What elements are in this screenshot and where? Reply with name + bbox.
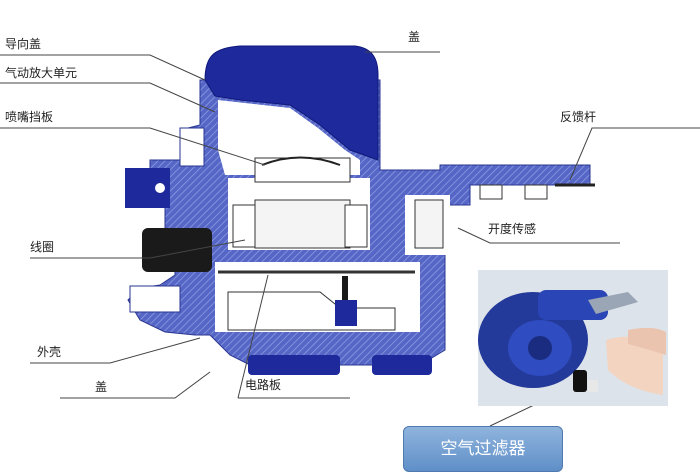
nozzle-flapper-spring (261, 156, 341, 166)
black-actuator (142, 228, 212, 272)
right-tab-2 (524, 184, 548, 200)
leader-nozzle-flapper (0, 127, 266, 166)
leader-feedback-rod (569, 127, 700, 181)
label-guide-cover: 导向盖 (5, 37, 42, 51)
leader-cover-bottom (60, 371, 211, 399)
leader-coil (30, 239, 246, 259)
top-cavity (218, 100, 360, 175)
label-cover-top: 盖 (408, 30, 421, 44)
coil-left-cap (232, 204, 256, 248)
sensor-body (414, 199, 444, 249)
positioner-photo (478, 270, 668, 406)
label-coil: 线圈 (30, 240, 55, 254)
upper-left-tube (179, 127, 205, 167)
black-pin (342, 276, 348, 300)
label-feedback-rod: 反馈杆 (560, 110, 597, 124)
leader-circuit-board-vert (237, 274, 269, 399)
left-port-hole (155, 183, 165, 193)
leader-guide-cover (0, 54, 206, 81)
left-plug (129, 285, 181, 313)
top-cap (204, 45, 379, 161)
coil-body (254, 199, 351, 249)
center-valve (335, 300, 357, 326)
photo-illustration (478, 270, 668, 406)
right-tab-1 (479, 184, 503, 200)
label-nozzle-flapper: 喷嘴挡板 (5, 110, 54, 124)
leader-pneumatic-amp (0, 82, 216, 113)
bottom-foot-right (372, 355, 432, 375)
leader-position-sensor (457, 227, 620, 244)
air-filter-label: 空气过滤器 (403, 426, 563, 472)
label-cover-bottom: 盖 (95, 380, 108, 394)
label-position-sensor: 开度传感 (488, 222, 537, 236)
coil-right-cap (344, 204, 368, 248)
leader-lines (0, 51, 700, 427)
leader-housing (30, 337, 201, 364)
label-circuit-board: 电路板 (245, 378, 282, 392)
label-pneumatic-amp: 气动放大单元 (5, 66, 78, 80)
label-housing: 外壳 (37, 345, 62, 359)
bottom-foot-left (248, 355, 340, 375)
